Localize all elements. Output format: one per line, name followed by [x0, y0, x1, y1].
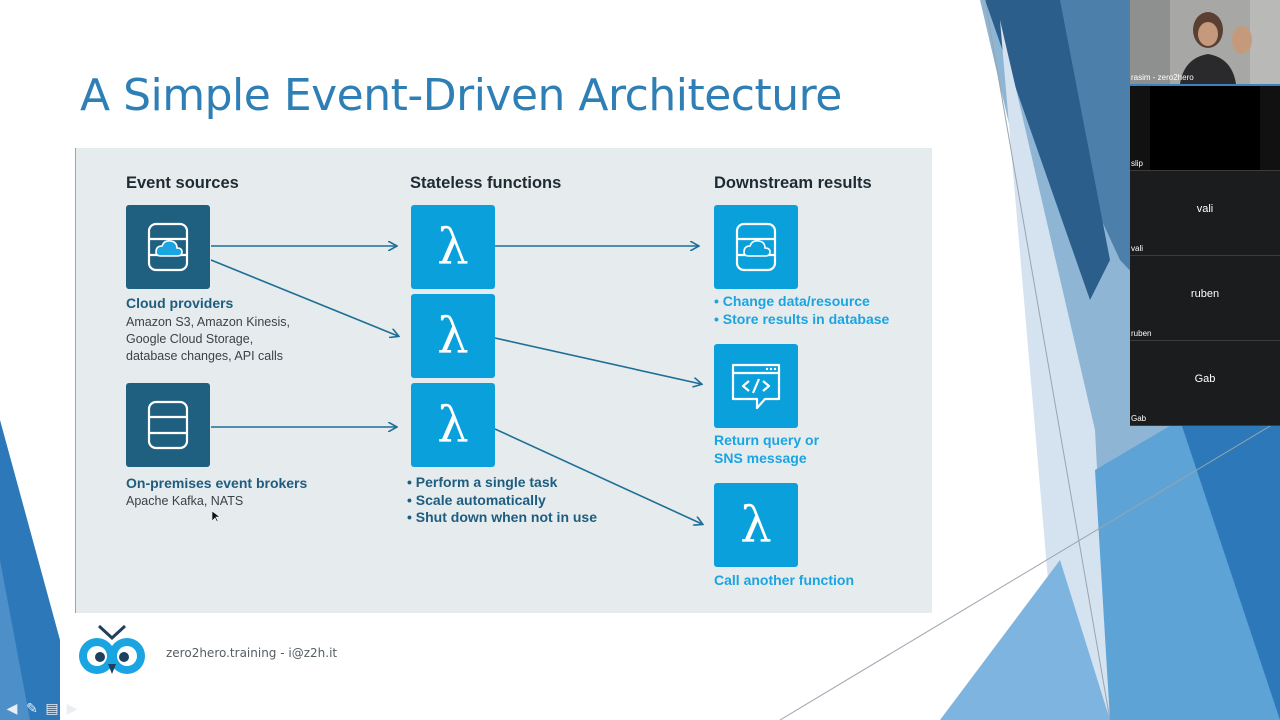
participant-tile[interactable]: rasim - zero2hero — [1130, 0, 1280, 86]
function-result-label: Call another function — [714, 572, 854, 588]
list-item: Perform a single task — [407, 474, 597, 492]
lambda-icon: λ — [740, 496, 772, 554]
next-slide-icon[interactable]: ▶ — [66, 700, 78, 716]
lambda-icon: λ — [437, 307, 469, 365]
on-premises-title: On-premises event brokers — [126, 475, 308, 491]
code-message-icon — [731, 363, 781, 410]
lambda-tile-3: λ — [411, 383, 495, 467]
cloud-providers-title: Cloud providers — [126, 295, 234, 311]
cloud-database-icon — [147, 222, 189, 272]
participant-name: rasim - zero2hero — [1131, 73, 1194, 82]
function-result-tile: λ — [714, 483, 798, 567]
cloud-providers-description: Amazon S3, Amazon Kinesis, Google Cloud … — [126, 315, 290, 363]
slide-menu-icon[interactable]: ▤ — [45, 700, 59, 716]
arrow-fn2-to-message — [494, 337, 701, 384]
participant-tile[interactable]: vali vali — [1130, 171, 1280, 256]
mouse-cursor-icon — [212, 511, 220, 523]
participant-video-feed — [1150, 86, 1260, 170]
lambda-icon: λ — [437, 218, 469, 276]
lambda-tile-1: λ — [411, 205, 495, 289]
participant-display-name: Gab — [1194, 373, 1216, 385]
list-item: Scale automatically — [407, 492, 597, 510]
arrow-cloud-to-fn2 — [210, 259, 398, 336]
list-item: Store results in database — [714, 311, 890, 329]
message-result-tile — [714, 344, 798, 428]
participants-panel: rasim - zero2hero slip vali vali ruben r… — [1130, 0, 1280, 426]
footer-brand-text: zero2hero.training - i@z2h.it — [166, 646, 338, 660]
column-header-results: Downstream results — [714, 174, 872, 192]
slideshow-controls: ◀ ✎ ▤ ▶ — [4, 700, 80, 716]
previous-slide-icon[interactable]: ◀ — [6, 700, 18, 716]
cloud-database-icon — [735, 222, 777, 272]
pen-tool-icon[interactable]: ✎ — [26, 700, 38, 716]
list-item: Change data/resource — [714, 293, 889, 311]
storage-result-tile — [714, 205, 798, 289]
database-icon — [147, 400, 189, 450]
participant-display-name: vali — [1196, 203, 1214, 215]
participant-name: ruben — [1131, 329, 1152, 338]
list-item: Shut down when not in use — [407, 509, 597, 527]
lambda-tile-2: λ — [411, 294, 495, 378]
participant-display-name: ruben — [1190, 288, 1220, 300]
arrow-fn3-to-function — [494, 428, 702, 524]
participant-name: vali — [1131, 244, 1144, 253]
participant-name: Gab — [1131, 414, 1147, 423]
participant-tile[interactable]: ruben ruben — [1130, 256, 1280, 341]
storage-result-list: Change data/resource Store results in da… — [714, 293, 890, 329]
participant-video-feed — [1130, 0, 1280, 84]
message-result-label: Return query or SNS message — [714, 432, 820, 466]
slide-title: A Simple Event-Driven Architecture — [80, 70, 842, 121]
on-premises-tile — [126, 383, 210, 467]
architecture-diagram: Event sources Stateless functions Downst… — [75, 148, 932, 613]
participant-name: slip — [1131, 159, 1144, 168]
participant-tile[interactable]: Gab Gab — [1130, 341, 1280, 426]
function-properties-list: Perform a single task Scale automaticall… — [407, 474, 597, 527]
column-header-sources: Event sources — [126, 174, 239, 192]
column-header-functions: Stateless functions — [410, 174, 562, 192]
cloud-provider-tile — [126, 205, 210, 289]
participant-tile[interactable]: slip — [1130, 86, 1280, 171]
lambda-icon: λ — [437, 396, 469, 454]
on-premises-description: Apache Kafka, NATS — [126, 494, 244, 508]
zero2hero-logo — [79, 624, 145, 674]
flow-arrows — [210, 148, 932, 613]
